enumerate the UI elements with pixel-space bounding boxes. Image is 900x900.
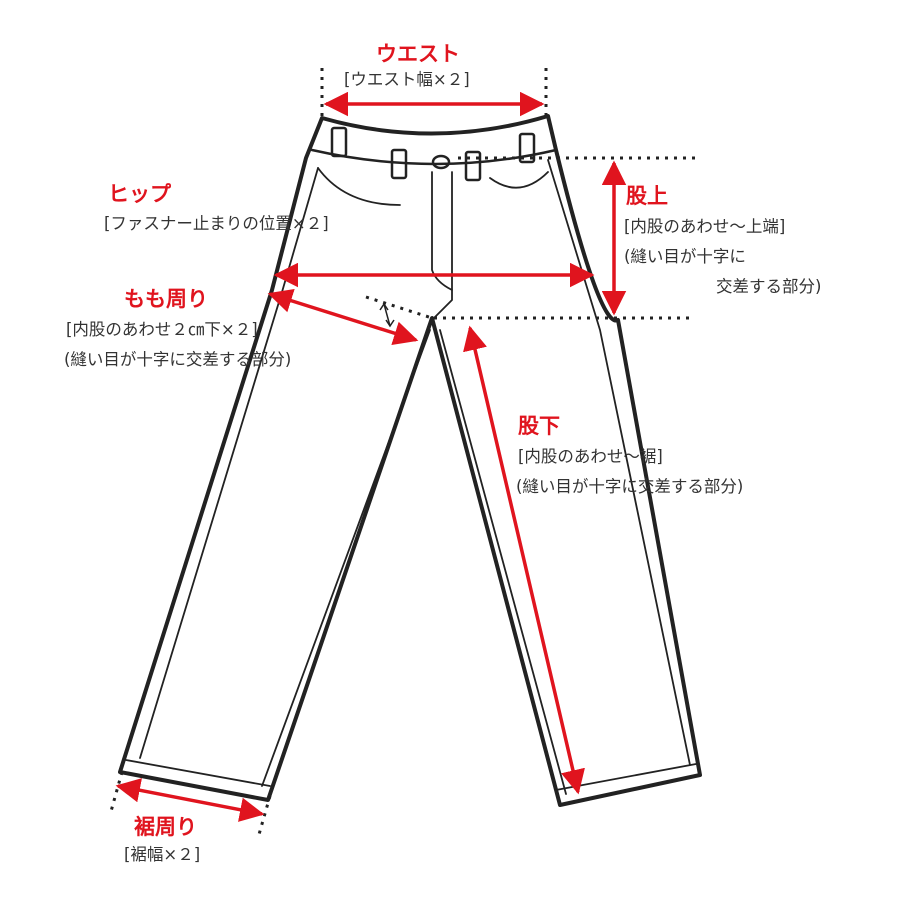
hip-title: ヒップ [108, 182, 171, 206]
waist-note: [ウエスト幅×２] [344, 70, 470, 89]
pocket-right [489, 171, 549, 189]
rise-note-2: (縫い目が十字に [624, 247, 746, 266]
pocket-left [317, 167, 401, 206]
inseam-arrow [463, 325, 585, 795]
belt-loop-center-right [464, 150, 482, 182]
hem-guide-right [256, 795, 272, 839]
hip-note: [ファスナー止まりの位置×２] [104, 214, 329, 233]
inseam-note-1: [内股のあわせ～裾] [518, 447, 663, 466]
rise-note-3: 交差する部分) [716, 277, 822, 296]
thigh-note-1: [内股のあわせ２㎝下×２] [66, 320, 258, 339]
waist-title: ウエスト [376, 42, 460, 66]
inseam-stitch-left [261, 329, 431, 787]
rise-title: 股上 [626, 184, 668, 208]
belt-loop-center-left [390, 148, 408, 180]
rise-note-1: [内股のあわせ～上端] [624, 217, 786, 236]
measurement-arrows [115, 91, 627, 822]
thigh-note-2: (縫い目が十字に交差する部分) [64, 350, 292, 369]
belt-loop-left [330, 126, 348, 158]
inseam-note-2: (縫い目が十字に交差する部分) [516, 477, 744, 496]
waist-button [431, 154, 451, 170]
offset-indicator [379, 302, 395, 328]
hem-arrow [115, 778, 265, 822]
hem-title: 裾周り [134, 815, 197, 839]
hem-note: [裾幅×２] [124, 845, 201, 864]
side-seam-right [547, 159, 691, 766]
fly-center [433, 171, 453, 319]
thigh-arrow [267, 288, 419, 346]
inseam-title: 股下 [518, 414, 560, 438]
thigh-title: もも周り [124, 287, 208, 311]
belt-loop-right [518, 132, 536, 164]
hem-guide-left [108, 771, 124, 816]
